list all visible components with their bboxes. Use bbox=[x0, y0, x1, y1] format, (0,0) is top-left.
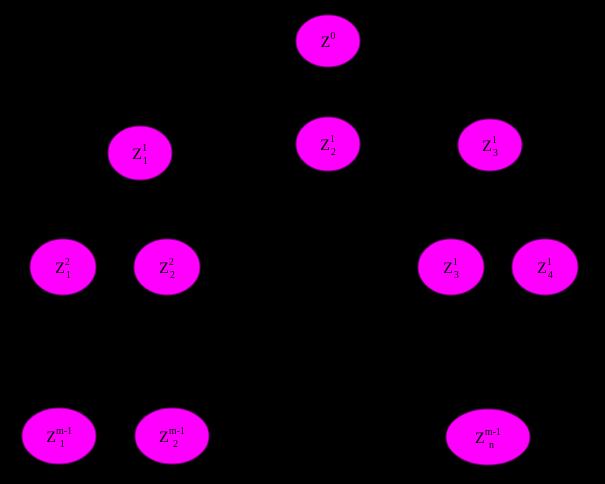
node-ellipse bbox=[133, 238, 201, 296]
node-ellipse bbox=[295, 14, 361, 68]
node-label-base: Z bbox=[55, 260, 65, 277]
node-label-sub: n bbox=[489, 440, 494, 451]
node-label: Z1 4 bbox=[537, 257, 553, 281]
node-label-sub: 1 bbox=[60, 439, 65, 450]
node-label: Zm-1 1 bbox=[46, 426, 72, 450]
node-z2-1: Z2 1 bbox=[29, 238, 97, 296]
node-label-base: Z bbox=[320, 137, 330, 154]
node-label-sup: 0 bbox=[330, 31, 335, 42]
node-label-sup: m-1 bbox=[56, 426, 72, 437]
node-zm1-n: Zm-1 n bbox=[445, 408, 531, 466]
node-label-sup: m-1 bbox=[169, 426, 185, 437]
node-label: Z1 2 bbox=[320, 134, 336, 158]
node-label: Z1 1 bbox=[132, 143, 147, 167]
node-z1-1: Z1 1 bbox=[107, 125, 173, 181]
node-z1-3b: Z1 3 bbox=[417, 238, 485, 296]
node-ellipse bbox=[29, 238, 97, 296]
node-label-sub: 2 bbox=[170, 270, 175, 281]
node-label: Z2 1 bbox=[55, 257, 71, 281]
node-label-sub: 3 bbox=[454, 270, 459, 281]
node-ellipse bbox=[417, 238, 485, 296]
node-z1-2: Z1 2 bbox=[295, 116, 361, 172]
node-label-base: Z bbox=[132, 146, 142, 163]
node-label: Zm-1 2 bbox=[159, 426, 185, 450]
node-label-sup: 1 bbox=[547, 257, 552, 268]
node-ellipse bbox=[107, 125, 173, 181]
node-zm1-1: Zm-1 1 bbox=[21, 407, 97, 465]
node-z0: Z0 bbox=[295, 14, 361, 68]
node-label-base: Z bbox=[475, 430, 485, 447]
node-label-sub: 2 bbox=[173, 439, 178, 450]
node-label: Z2 2 bbox=[159, 257, 175, 281]
node-label: Z1 3 bbox=[482, 135, 498, 159]
node-ellipse bbox=[445, 408, 531, 466]
node-label-base: Z bbox=[159, 260, 169, 277]
node-ellipse bbox=[511, 238, 579, 296]
node-label-base: Z bbox=[159, 429, 169, 446]
node-label-base: Z bbox=[537, 260, 547, 277]
node-zm1-2: Zm-1 2 bbox=[134, 407, 210, 465]
node-label-sup: 1 bbox=[453, 257, 458, 268]
node-label-sub: 1 bbox=[143, 156, 148, 167]
node-label-sub: 4 bbox=[548, 270, 553, 281]
node-label-sup: 1 bbox=[330, 134, 335, 145]
node-label-sub: 2 bbox=[331, 147, 336, 158]
node-label-sup: m-1 bbox=[485, 427, 501, 438]
node-label-sup: 1 bbox=[492, 135, 497, 146]
node-z1-4: Z1 4 bbox=[511, 238, 579, 296]
node-label-sup: 1 bbox=[142, 143, 147, 154]
node-z1-3: Z1 3 bbox=[457, 118, 523, 172]
node-label-sub: 1 bbox=[66, 270, 71, 281]
node-label-sup: 2 bbox=[169, 257, 174, 268]
node-label: Z0 bbox=[321, 31, 336, 51]
node-ellipse bbox=[457, 118, 523, 172]
node-label-sup: 2 bbox=[65, 257, 70, 268]
node-label-base: Z bbox=[482, 138, 492, 155]
node-ellipse bbox=[21, 407, 97, 465]
node-ellipse bbox=[134, 407, 210, 465]
node-label-base: Z bbox=[443, 260, 453, 277]
node-label: Zm-1 n bbox=[475, 427, 501, 451]
node-label-base: Z bbox=[321, 34, 331, 51]
node-ellipse bbox=[295, 116, 361, 172]
node-label-sub: 3 bbox=[493, 148, 498, 159]
node-label-base: Z bbox=[46, 429, 56, 446]
node-label: Z1 3 bbox=[443, 257, 459, 281]
node-z2-2: Z2 2 bbox=[133, 238, 201, 296]
